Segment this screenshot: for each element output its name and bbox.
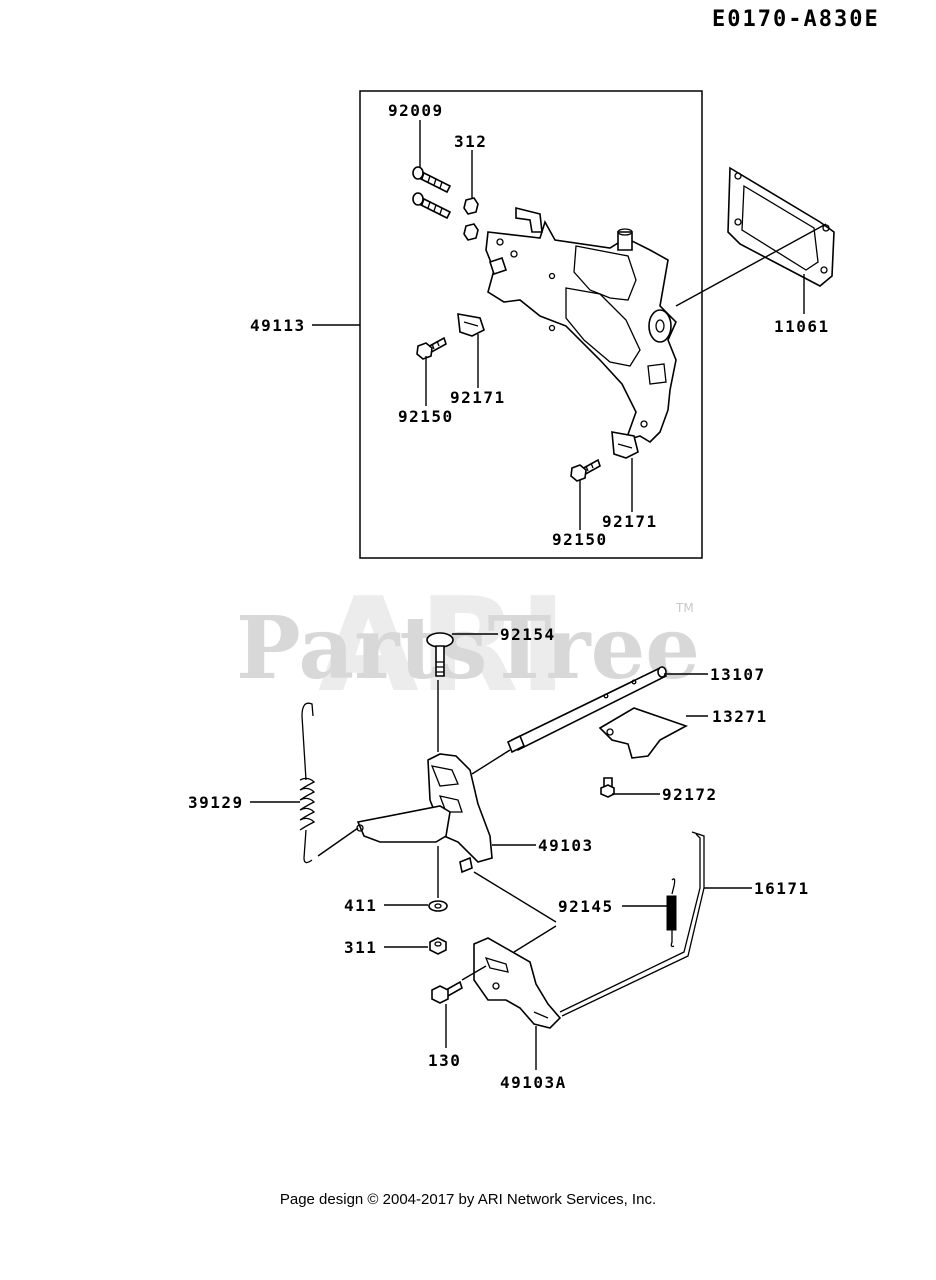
- label-312[interactable]: 312: [454, 132, 487, 151]
- watermark: ARI PartsTree TM: [236, 569, 700, 721]
- label-39129[interactable]: 39129: [188, 793, 244, 812]
- label-13271[interactable]: 13271: [712, 707, 768, 726]
- label-13107[interactable]: 13107: [710, 665, 766, 684]
- bolt-92172: [600, 777, 615, 798]
- clip-92171-upper: [457, 313, 485, 337]
- washer-411: [428, 900, 448, 912]
- lever-49103: [356, 753, 493, 874]
- label-49113[interactable]: 49113: [250, 316, 306, 335]
- diagram-code: E0170-A830E: [712, 7, 880, 32]
- callout-labels: 92009 312 49113 11061 92171 92150 92171 …: [188, 101, 830, 1092]
- bolt-92154: [426, 632, 454, 677]
- label-130[interactable]: 130: [428, 1051, 461, 1070]
- label-11061[interactable]: 11061: [774, 317, 830, 336]
- label-92009[interactable]: 92009: [388, 101, 444, 120]
- label-411[interactable]: 411: [344, 896, 377, 915]
- label-49103[interactable]: 49103: [538, 836, 594, 855]
- label-92171-lower[interactable]: 92171: [602, 512, 658, 531]
- plate-13271: [598, 707, 688, 759]
- bolt-92009: [412, 166, 452, 220]
- bolt-130: [431, 980, 463, 1004]
- label-92172[interactable]: 92172: [662, 785, 718, 804]
- label-16171[interactable]: 16171: [754, 879, 810, 898]
- control-plate-49113: [485, 206, 677, 444]
- gasket-11061: [727, 166, 835, 287]
- label-92150-lower[interactable]: 92150: [552, 530, 608, 549]
- label-92145[interactable]: 92145: [558, 897, 614, 916]
- nut-311: [429, 937, 447, 955]
- nut-312: [463, 197, 479, 241]
- leader-lines: [250, 120, 827, 1070]
- watermark-trademark: TM: [675, 601, 694, 615]
- clip-92171-lower: [611, 431, 639, 459]
- rod-16171: [559, 831, 705, 1017]
- shaft-13107: [506, 666, 668, 754]
- watermark-brand: PartsTree: [236, 598, 700, 699]
- label-92171-upper[interactable]: 92171: [450, 388, 506, 407]
- footer-copyright: Page design © 2004-2017 by ARI Network S…: [280, 1191, 656, 1208]
- label-92150-upper[interactable]: 92150: [398, 407, 454, 426]
- bolt-92150-lower: [570, 458, 601, 482]
- spring-92145: [666, 878, 677, 948]
- bolt-92150-upper: [416, 336, 447, 360]
- label-92154[interactable]: 92154: [500, 625, 556, 644]
- spring-39129: [299, 702, 316, 864]
- label-311[interactable]: 311: [344, 938, 377, 957]
- bracket-49103A: [473, 937, 562, 1029]
- label-49103A[interactable]: 49103A: [500, 1073, 567, 1092]
